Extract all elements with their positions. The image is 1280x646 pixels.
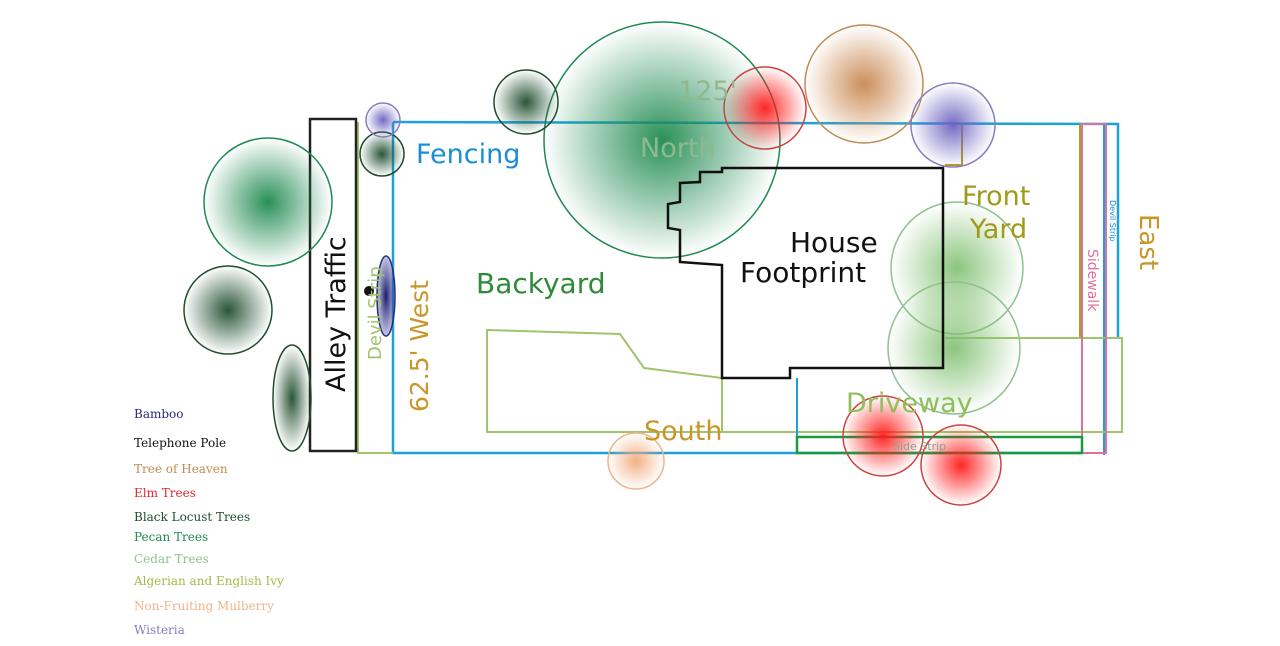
legend-item: Cedar Trees [134,552,209,566]
black-locust-tree-canopy [359,131,405,177]
wisteria-canopy [365,102,401,138]
legend-item: Elm Trees [134,486,196,500]
tree-canopies [183,21,1024,506]
east-yard-outline [945,337,1123,433]
front-yard-label-line2: Yard [969,214,1027,245]
legend-item: Tree of Heaven [134,462,228,476]
cedar-tree-canopy [887,281,1021,415]
black-locust-tree-canopy [183,265,273,355]
house-footprint [666,166,945,380]
devil-strip-west-label: Devil Strip [365,266,386,360]
elm-tree-canopy [842,395,924,477]
south-label: South [644,416,722,447]
black-locust-tree-canopy [493,69,559,135]
driveway-label: Driveway [846,388,973,419]
house-footprint-label-line2: Footprint [740,256,866,289]
legend-item: Pecan Trees [134,530,208,544]
fencing-label: Fencing [416,139,520,170]
legend-item: Black Locust Trees [134,510,250,524]
sidewalk-label: Sidewalk [1084,249,1100,312]
north-label: North [640,133,716,164]
west-label: 62.5' West [405,280,434,412]
legend-item: Telephone Pole [134,436,226,450]
devil-strip-west-outline [357,122,393,454]
telephone-pole-icon [364,286,374,296]
alley-traffic-label: Alley Traffic [321,236,352,392]
sidewalk-outline [1081,123,1107,454]
legend-item: Bamboo [134,407,183,421]
north-dimension-label: 125' [678,76,737,107]
alley-box [308,117,358,453]
devil-strip-east-label: Devil Strip [1108,200,1117,242]
house-footprint-label-line1: House [790,226,878,259]
tree-of-heaven-canopy [804,24,924,144]
wisteria-canopy [910,82,996,168]
side-strip-label: Side Strip [893,440,946,453]
black-locust-tree-canopy [272,344,312,452]
backyard-label: Backyard [476,267,606,300]
east-label: East [1133,214,1163,270]
elm-tree-canopy [723,66,807,150]
front-yard-label-line1: Front [962,181,1030,212]
elm-tree-canopy [920,424,1002,506]
mulberry-tree-canopy [607,432,665,490]
pecan-tree-canopy [203,137,333,267]
legend-item: Algerian and English Ivy [133,574,284,588]
legend-item: Non-Fruiting Mulberry [134,599,274,613]
bamboo-clump [376,255,396,337]
legend-item: Wisteria [134,623,185,637]
